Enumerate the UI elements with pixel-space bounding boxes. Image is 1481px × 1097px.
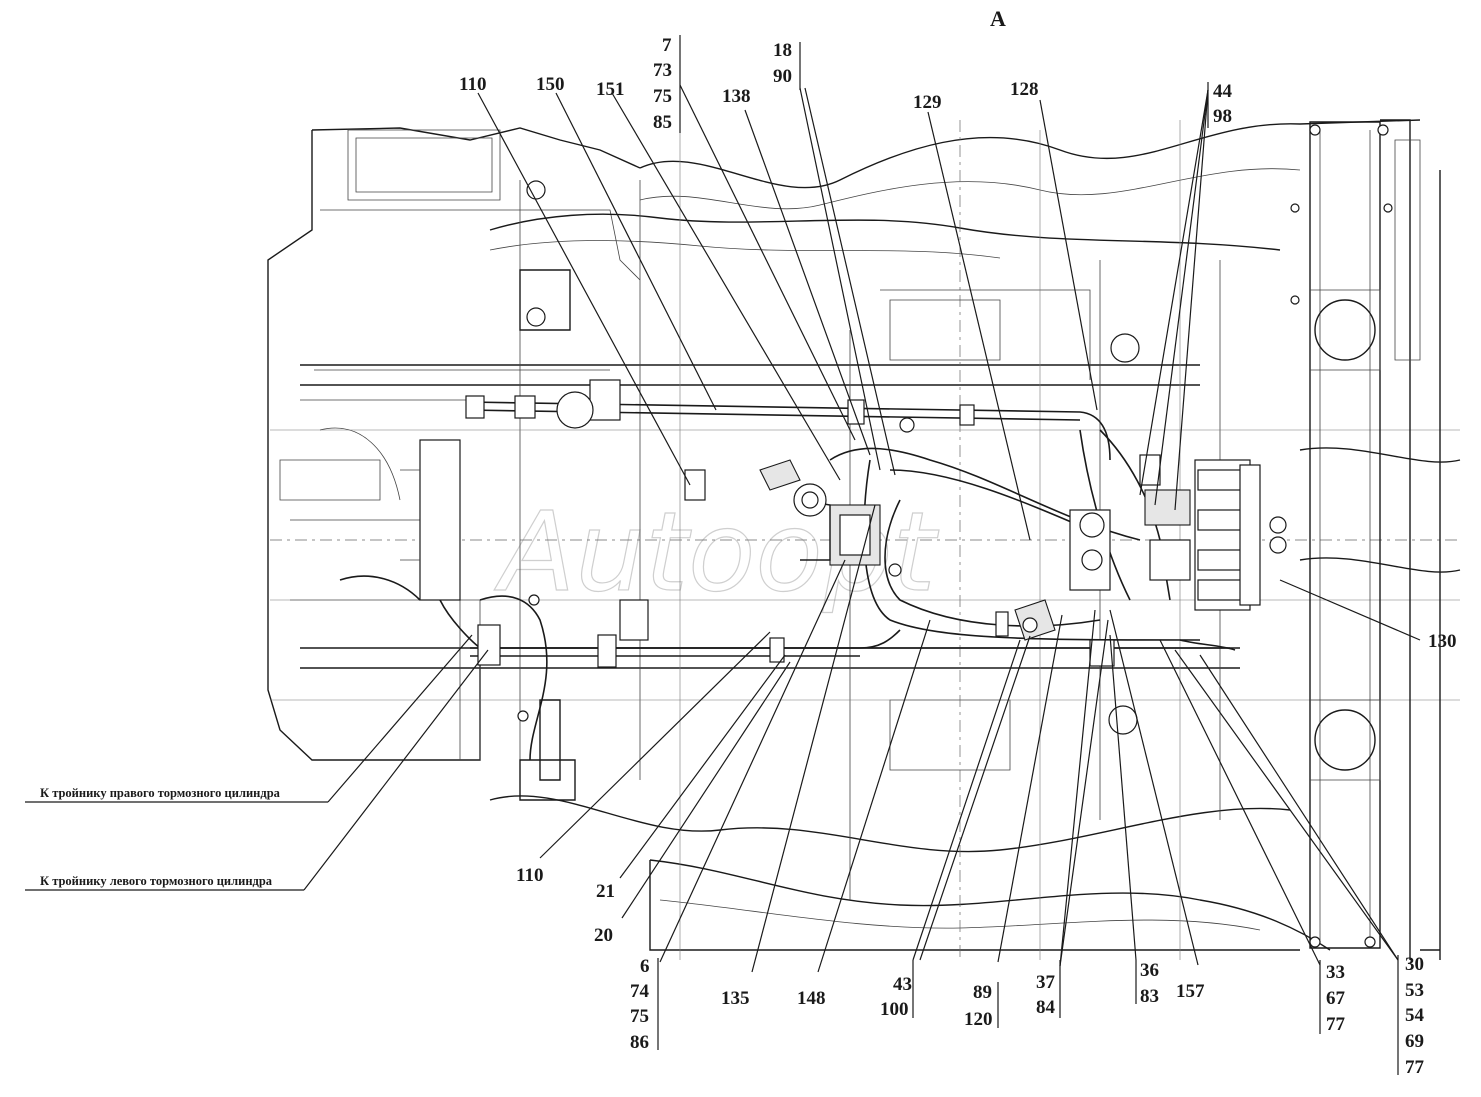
callout-128: 128 bbox=[1010, 79, 1039, 100]
callout-group-7-2: 75 bbox=[653, 86, 672, 107]
callout-group-36-0: 36 bbox=[1140, 960, 1159, 981]
callout-group-43-0: 43 bbox=[893, 974, 912, 995]
callout-157: 157 bbox=[1176, 981, 1205, 1002]
callout-group-33: 33 67 77 bbox=[1326, 962, 1346, 1035]
note-right-brake-cylinder: К тройнику правого тормозного цилиндра bbox=[40, 786, 281, 800]
callout-group-6-3: 86 bbox=[630, 1032, 649, 1053]
callout-group-18: 18 90 bbox=[773, 40, 792, 87]
note-left-brake-cylinder: К тройнику левого тормозного цилиндра bbox=[40, 874, 273, 888]
callout-group-43-1: 100 bbox=[880, 999, 909, 1020]
callout-group-6: 6 74 75 86 bbox=[630, 956, 650, 1053]
callout-group-37-1: 84 bbox=[1036, 997, 1056, 1018]
callout-group-30-4: 77 bbox=[1405, 1057, 1425, 1078]
callout-group-30-0: 30 bbox=[1405, 954, 1424, 975]
callout-110-top: 110 bbox=[459, 74, 486, 95]
leader-lines bbox=[25, 35, 1421, 1075]
callout-group-6-1: 74 bbox=[630, 981, 650, 1002]
callout-group-6-2: 75 bbox=[630, 1006, 649, 1027]
callout-group-18-1: 90 bbox=[773, 66, 792, 87]
callout-151: 151 bbox=[596, 79, 625, 100]
callout-group-43: 43 100 bbox=[880, 974, 912, 1020]
callout-group-36-1: 83 bbox=[1140, 986, 1159, 1007]
callout-group-89-1: 120 bbox=[964, 1009, 993, 1030]
view-label-a: А bbox=[990, 6, 1006, 31]
callout-group-30-1: 53 bbox=[1405, 980, 1424, 1001]
callout-138: 138 bbox=[722, 86, 751, 107]
callout-group-7-0: 7 bbox=[662, 35, 672, 56]
callout-group-30-3: 69 bbox=[1405, 1031, 1424, 1052]
callout-148: 148 bbox=[797, 988, 826, 1009]
callout-group-7-1: 73 bbox=[653, 60, 672, 81]
callout-group-7-3: 85 bbox=[653, 112, 672, 133]
callout-group-6-0: 6 bbox=[640, 956, 650, 977]
callout-group-36: 36 83 bbox=[1140, 960, 1159, 1007]
callout-group-89-0: 89 bbox=[973, 982, 992, 1003]
callout-group-44-1: 98 bbox=[1213, 106, 1232, 127]
callout-group-44: 44 98 bbox=[1213, 81, 1233, 127]
callout-129: 129 bbox=[913, 92, 942, 113]
callout-group-33-0: 33 bbox=[1326, 962, 1345, 983]
callout-group-44-0: 44 bbox=[1213, 81, 1233, 102]
callout-group-37-0: 37 bbox=[1036, 972, 1056, 993]
callout-group-89: 89 120 bbox=[964, 982, 993, 1030]
callout-150: 150 bbox=[536, 74, 565, 95]
callout-135: 135 bbox=[721, 988, 750, 1009]
callout-group-30-2: 54 bbox=[1405, 1005, 1425, 1026]
callout-group-7: 7 73 75 85 bbox=[653, 35, 672, 133]
callout-110-bottom: 110 bbox=[516, 865, 543, 886]
view-label: А bbox=[990, 6, 1006, 31]
callout-21: 21 bbox=[596, 881, 615, 902]
components bbox=[400, 379, 1287, 722]
note-labels: К тройнику правого тормозного цилиндра К… bbox=[40, 786, 281, 888]
chassis-outline bbox=[267, 119, 1461, 960]
callout-130: 130 bbox=[1428, 631, 1457, 652]
callout-group-33-1: 67 bbox=[1326, 988, 1346, 1009]
callout-group-33-2: 77 bbox=[1326, 1014, 1346, 1035]
callout-group-37: 37 84 bbox=[1036, 972, 1056, 1018]
callout-group-18-0: 18 bbox=[773, 40, 792, 61]
callout-20: 20 bbox=[594, 925, 613, 946]
callout-group-30: 30 53 54 69 77 bbox=[1405, 954, 1425, 1078]
single-callouts: 110 150 151 138 129 128 130 110 21 20 13… bbox=[459, 74, 1457, 1009]
